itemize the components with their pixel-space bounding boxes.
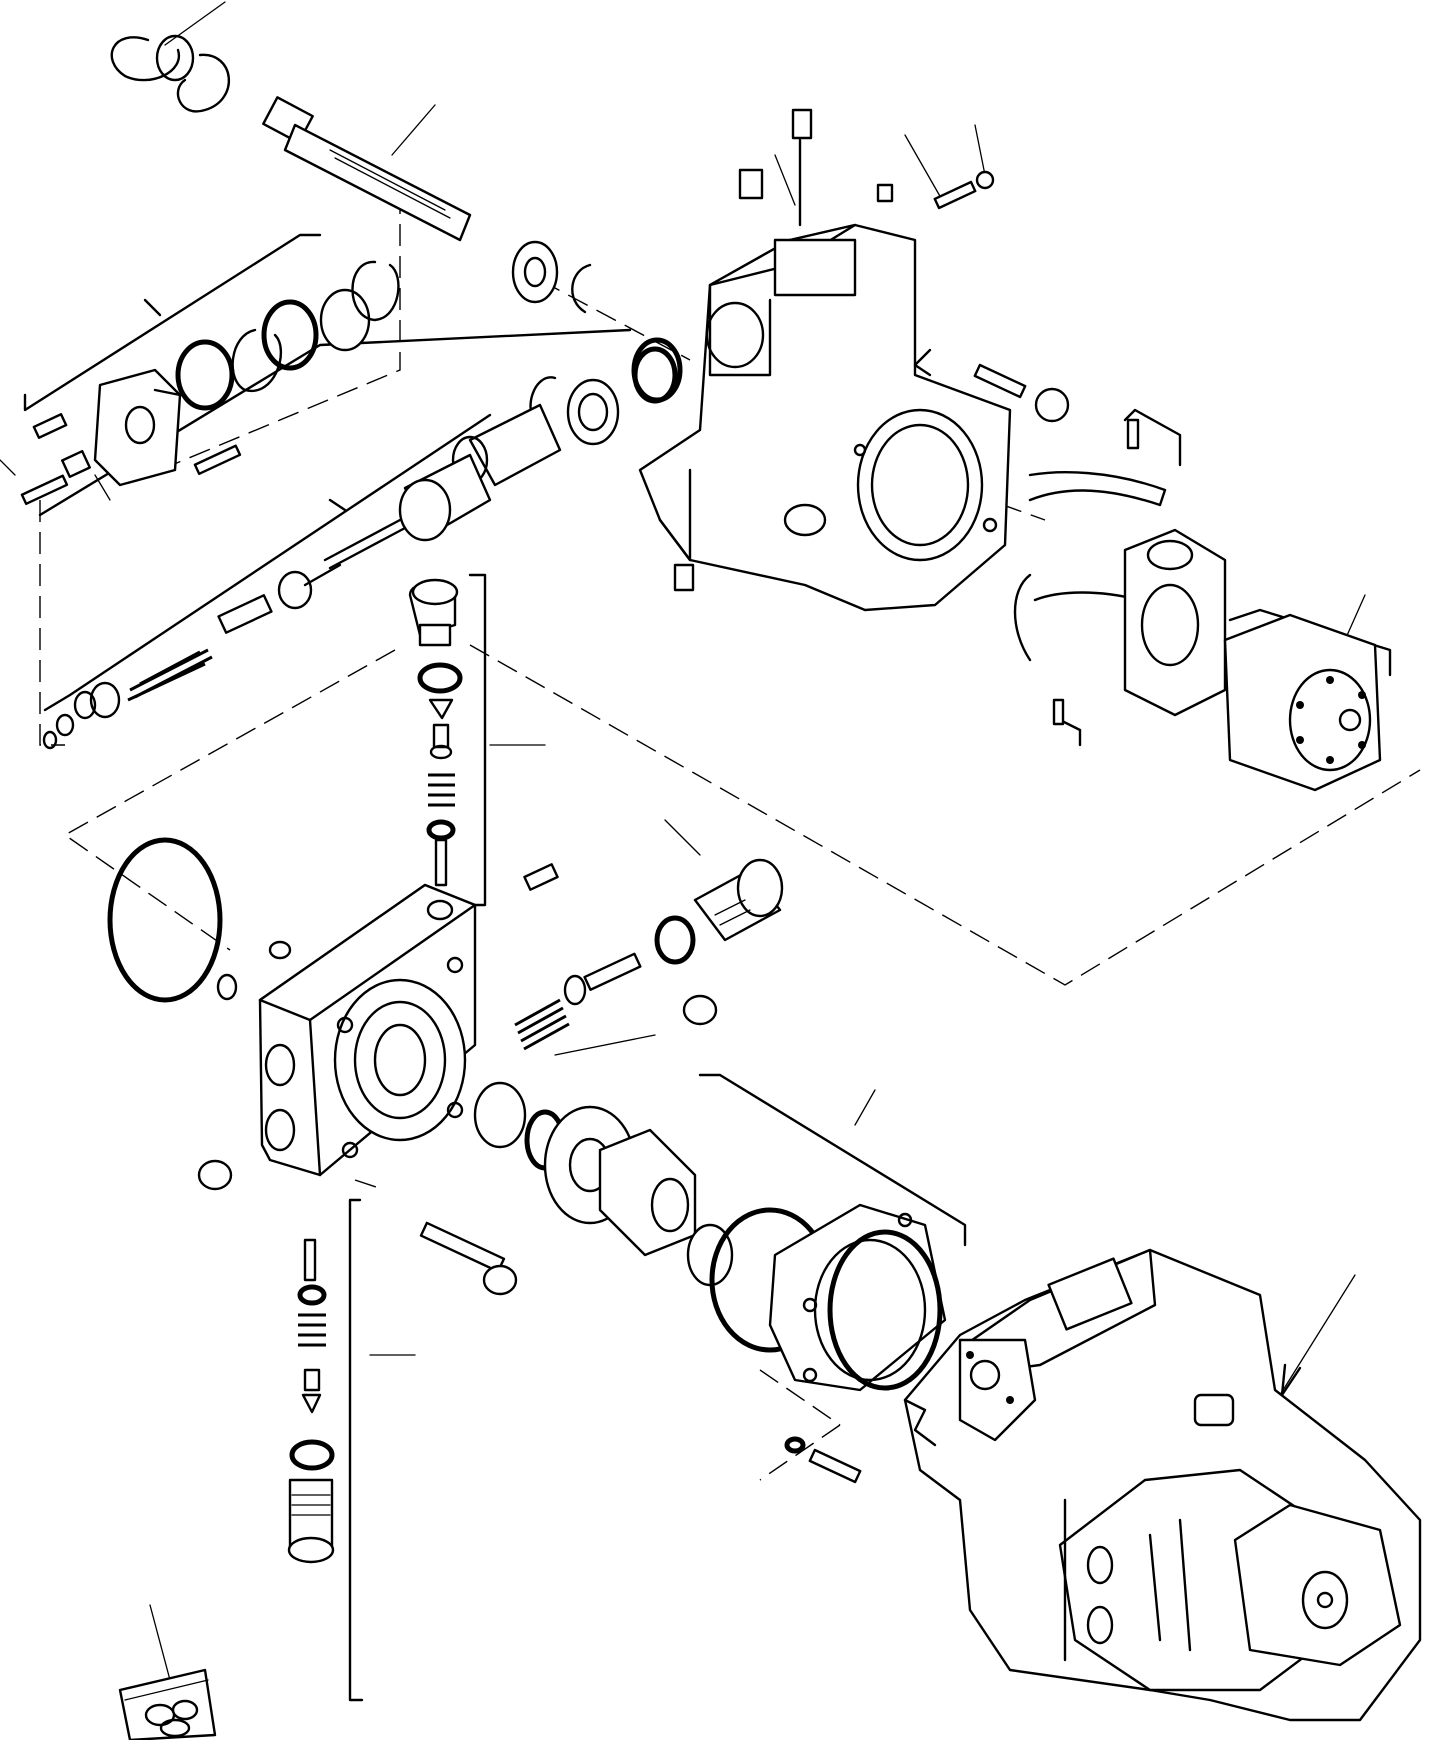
seal-kit-bag: [118, 1668, 217, 1740]
servo-piston-assembly: [42, 337, 683, 750]
valve-block: [107, 837, 718, 1191]
leader-lines: [0, 1, 1366, 1681]
pressure-valve-cartridge: [514, 858, 784, 1051]
relief-valve-stack-lower: [287, 1238, 335, 1564]
seal-pack: [20, 260, 400, 506]
relief-valve-stack-upper: [408, 578, 463, 887]
pump-housing: [632, 108, 1070, 612]
rotating-group: [1013, 408, 1382, 792]
drive-shaft-assembly: [110, 34, 592, 314]
coupling-flange: [419, 1081, 947, 1484]
pump-assembly: [903, 1248, 1422, 1722]
